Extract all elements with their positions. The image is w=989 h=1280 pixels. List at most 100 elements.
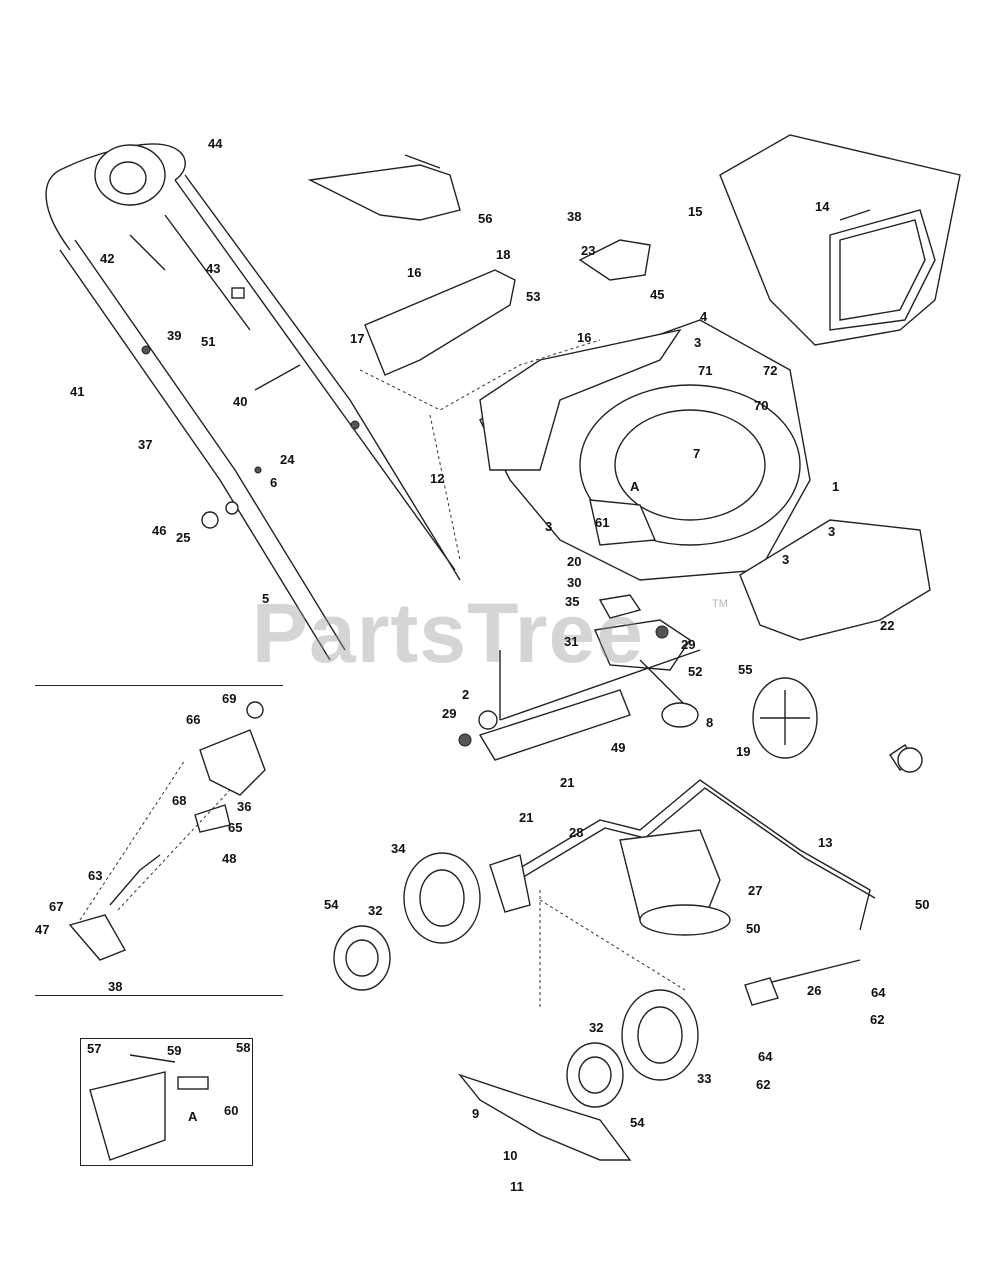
- callout: 50: [915, 897, 930, 912]
- callout: 5: [262, 591, 270, 606]
- callout: 21: [519, 810, 534, 825]
- callout: 35: [565, 594, 580, 609]
- callout: 51: [201, 334, 216, 349]
- callout: 64: [758, 1049, 773, 1064]
- callout: 61: [595, 515, 610, 530]
- callout: 38: [108, 979, 123, 994]
- callout: 4: [700, 309, 708, 324]
- blade: [457, 1073, 632, 1161]
- callout: 47: [35, 922, 50, 937]
- callout: 29: [442, 706, 457, 721]
- section-mark: A: [188, 1109, 198, 1124]
- callout: 1: [832, 479, 840, 494]
- callout: 53: [526, 289, 541, 304]
- callout: 55: [738, 662, 753, 677]
- callout: 22: [880, 618, 895, 633]
- callout: 67: [49, 899, 64, 914]
- callout: 63: [88, 868, 103, 883]
- callout: 62: [756, 1077, 771, 1092]
- callout: 16: [407, 265, 422, 280]
- inset-divider-bottom: [35, 995, 283, 996]
- section-mark: A: [630, 479, 640, 494]
- callout: 25: [176, 530, 191, 545]
- callout: 9: [472, 1106, 480, 1121]
- callout: 7: [693, 446, 701, 461]
- wheels: [333, 677, 818, 1108]
- callout: 59: [167, 1043, 182, 1058]
- callout: 52: [688, 664, 703, 679]
- callout: 32: [368, 903, 383, 918]
- callout: 69: [222, 691, 237, 706]
- callout: 56: [478, 211, 493, 226]
- callout: 3: [782, 552, 790, 567]
- callout: 33: [697, 1071, 712, 1086]
- callout: 3: [694, 335, 702, 350]
- callout: 12: [430, 471, 445, 486]
- callout: 65: [228, 820, 243, 835]
- callout: 54: [630, 1115, 645, 1130]
- mower-deck: [479, 319, 931, 641]
- callout: 24: [280, 452, 295, 467]
- callout: 46: [152, 523, 167, 538]
- callout: 26: [807, 983, 822, 998]
- callout: 29: [681, 637, 696, 652]
- callout: 31: [564, 634, 579, 649]
- watermark: PartsTree: [252, 586, 644, 680]
- callout: 40: [233, 394, 248, 409]
- callout: 3: [545, 519, 553, 534]
- callout: 38: [567, 209, 582, 224]
- drive-assembly: [458, 594, 701, 761]
- callout: 68: [172, 793, 187, 808]
- callout: 18: [496, 247, 511, 262]
- callout: 54: [324, 897, 339, 912]
- callout: 39: [167, 328, 182, 343]
- callout: 6: [270, 475, 278, 490]
- handle-assembly: [45, 143, 461, 661]
- callout: 3: [828, 524, 836, 539]
- callout: 11: [510, 1179, 524, 1194]
- callout: 71: [698, 363, 713, 378]
- trademark-mark: TM: [712, 598, 728, 610]
- callout: 37: [138, 437, 153, 452]
- callout: 42: [100, 251, 115, 266]
- callout: 14: [815, 199, 830, 214]
- callout: 16: [577, 330, 592, 345]
- callout: 64: [871, 985, 886, 1000]
- callout: 45: [650, 287, 665, 302]
- axles: [489, 744, 923, 1006]
- callout: 44: [208, 136, 223, 151]
- rear-cover: [359, 239, 651, 561]
- grass-bag: [719, 134, 961, 346]
- callout: 27: [748, 883, 763, 898]
- callout: 23: [581, 243, 596, 258]
- callout: 13: [818, 835, 833, 850]
- callout: 58: [236, 1040, 251, 1055]
- callout: 62: [870, 1012, 885, 1027]
- callout: 70: [754, 398, 769, 413]
- callout: 41: [70, 384, 85, 399]
- mulch-inset: [89, 1054, 209, 1161]
- bail-control-inset: [68, 701, 266, 961]
- callout: 50: [746, 921, 761, 936]
- deflector: [307, 154, 461, 221]
- callout: 19: [736, 744, 751, 759]
- callout: 10: [503, 1148, 518, 1163]
- callout: 30: [567, 575, 582, 590]
- callout: 28: [569, 825, 584, 840]
- callout: 8: [706, 715, 714, 730]
- callout: 2: [462, 687, 470, 702]
- callout: 17: [350, 331, 365, 346]
- callout: 57: [87, 1041, 102, 1056]
- callout: 48: [222, 851, 237, 866]
- callout: 49: [611, 740, 626, 755]
- callout: 36: [237, 799, 252, 814]
- callout: 66: [186, 712, 201, 727]
- mulch-kit-inset-box: [80, 1038, 253, 1166]
- callout: 72: [763, 363, 778, 378]
- callout: 43: [206, 261, 221, 276]
- callout: 32: [589, 1020, 604, 1035]
- callout: 60: [224, 1103, 239, 1118]
- inset-divider-top: [35, 685, 283, 686]
- callout: 21: [560, 775, 575, 790]
- callout: 34: [391, 841, 406, 856]
